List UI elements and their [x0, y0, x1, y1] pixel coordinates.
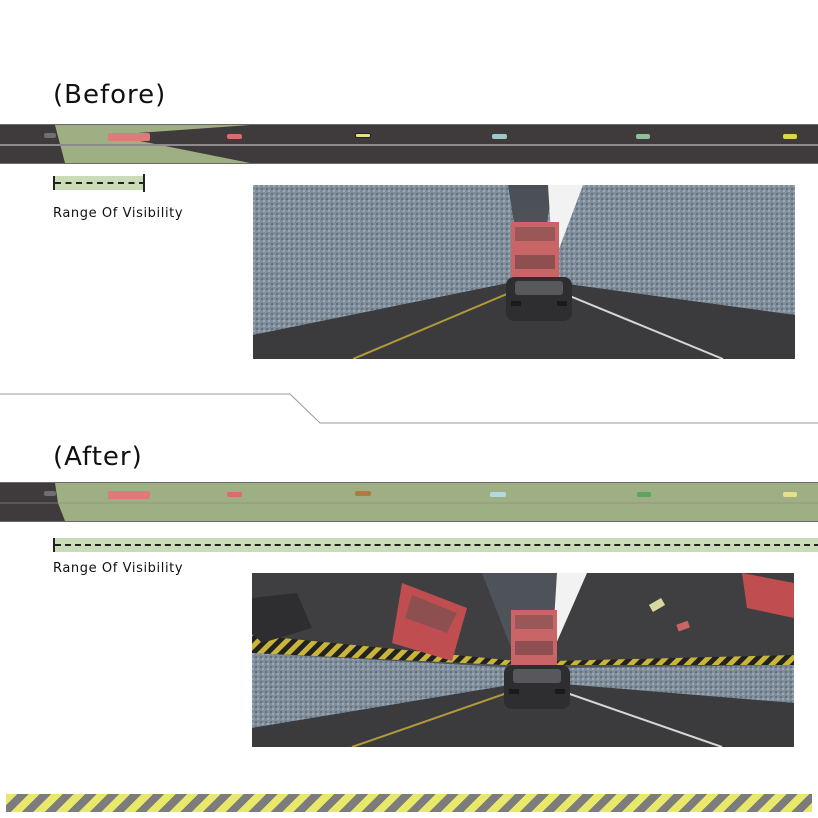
before-range-label: Range Of Visibility	[53, 206, 184, 221]
before-vehicle	[636, 134, 650, 139]
after-ego-vehicle	[44, 491, 56, 496]
before-ego-vehicle	[44, 133, 56, 138]
before-vehicle	[108, 133, 150, 141]
after-range-label: Range Of Visibility	[53, 561, 184, 576]
before-vehicle	[355, 133, 371, 138]
after-road-strip	[0, 482, 818, 522]
after-lead-car	[504, 665, 570, 709]
before-vehicle	[227, 134, 242, 139]
after-vehicle	[783, 492, 797, 497]
after-vehicle	[227, 492, 242, 497]
after-visibility-cone	[55, 483, 818, 521]
after-mirrored-car-left	[252, 593, 312, 643]
before-vehicle	[492, 134, 507, 139]
before-heading: (Before)	[53, 80, 167, 110]
after-vehicle	[637, 492, 651, 497]
after-range-bar	[53, 538, 818, 552]
before-range-bar	[53, 174, 145, 192]
after-mirrored-bus-right	[742, 573, 794, 618]
after-heading: (After)	[53, 442, 143, 472]
before-tunnel-view	[253, 185, 795, 359]
after-tunnel-view	[252, 573, 794, 747]
after-vehicle	[355, 491, 371, 496]
section-divider	[0, 393, 818, 424]
before-lead-car	[506, 277, 572, 321]
after-vehicle	[108, 491, 150, 499]
after-vehicle	[490, 492, 506, 497]
hazard-stripe-footer	[6, 794, 812, 812]
before-vehicle	[783, 134, 797, 139]
after-lane-line	[0, 502, 818, 504]
before-road-strip	[0, 124, 818, 164]
after-mirrored-bus-left	[392, 583, 467, 661]
before-lane-line	[0, 144, 818, 146]
